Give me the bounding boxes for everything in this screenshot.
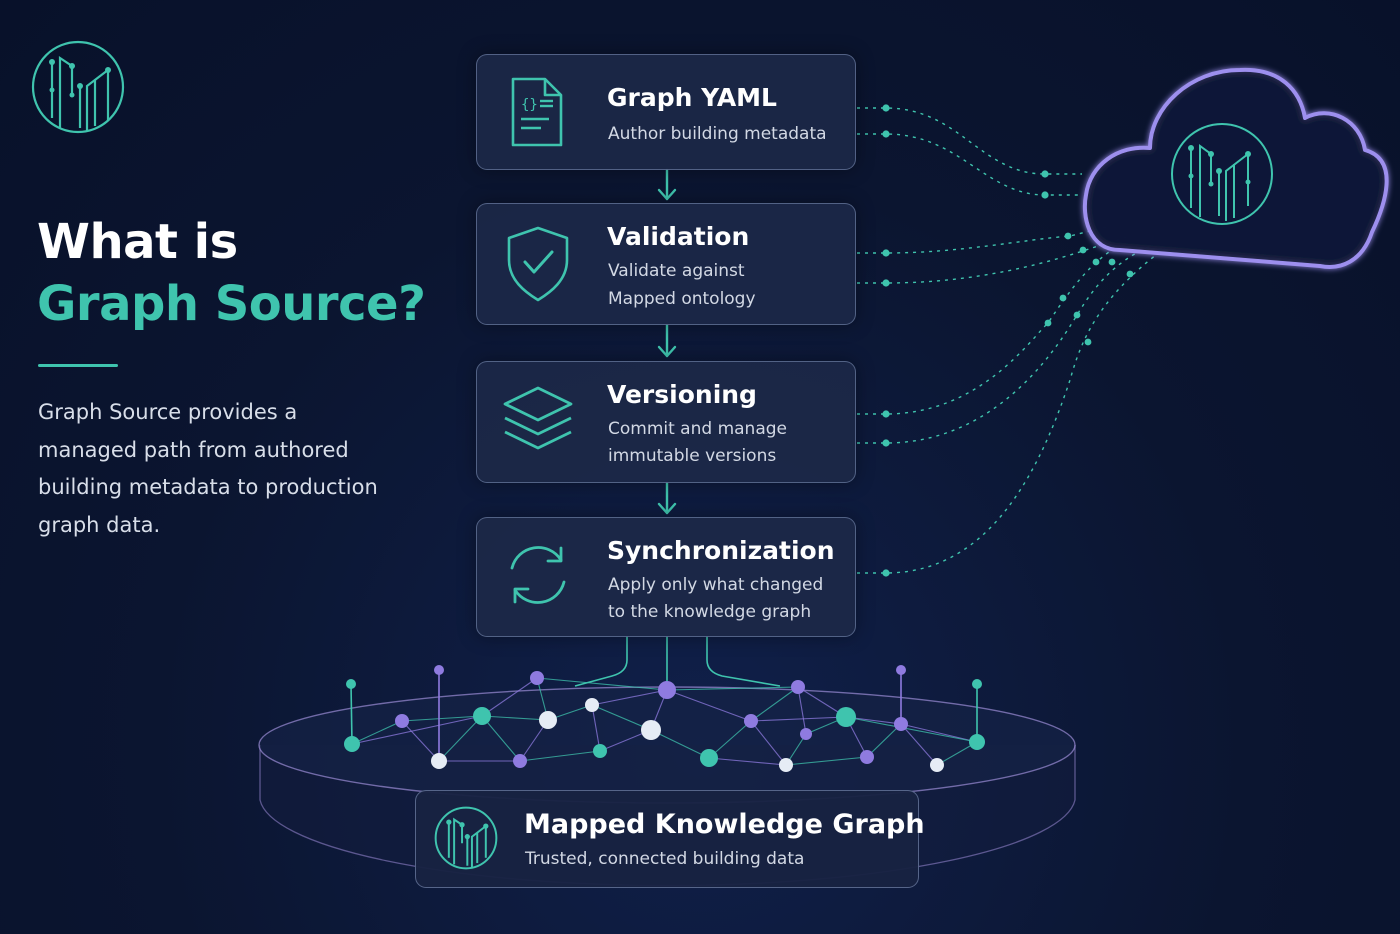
network-edge [845, 716, 978, 743]
arrow-down-icon [657, 481, 677, 515]
step-title: Graph YAML [607, 83, 777, 112]
cloud-logo-icon [1171, 123, 1273, 225]
network-edge [536, 677, 668, 691]
network-node [530, 671, 544, 685]
network-node [539, 711, 557, 729]
network-edge [666, 686, 799, 691]
network-node [930, 758, 944, 772]
network-node [593, 744, 607, 758]
network-edge [351, 720, 403, 745]
network-node [641, 720, 661, 740]
sync-icon [510, 546, 566, 604]
network-edge [900, 723, 938, 766]
network-node [585, 698, 599, 712]
network-edge [785, 756, 868, 766]
network-edge [750, 720, 787, 766]
network-node [658, 681, 676, 699]
network-node [513, 754, 527, 768]
step-title: Versioning [607, 380, 757, 409]
network-edge [351, 715, 483, 745]
page-title-line2: Graph Source? [37, 276, 426, 332]
intro-text: Graph Source provides a managed path fro… [38, 400, 378, 537]
step-desc-line2: Mapped ontology [608, 289, 756, 309]
network-node [431, 753, 447, 769]
knowledge-graph-title: Mapped Knowledge Graph [524, 809, 925, 840]
network-node [896, 665, 906, 675]
network-edge [666, 689, 752, 722]
network-edge [797, 686, 807, 735]
network-edge [438, 715, 483, 762]
network-edge [708, 757, 787, 766]
step-synchronization: Synchronization Apply only what changed … [476, 517, 856, 637]
network-edge [900, 723, 978, 743]
cloud-connectors [857, 107, 1166, 574]
cloud-connector-dots [882, 104, 1134, 577]
network-node [779, 758, 793, 772]
step-desc: Author building metadata [608, 124, 827, 144]
step-graph-yaml: {} Graph YAML Author building metadata [476, 54, 856, 170]
cloud-icon [1082, 67, 1389, 269]
network-node [395, 714, 409, 728]
knowledge-graph-desc: Trusted, connected building data [525, 849, 805, 869]
network-node [894, 717, 908, 731]
step-validation: Validation Validate against Mapped ontol… [476, 203, 856, 325]
step-desc-line1: Validate against [608, 261, 745, 281]
mapped-logo-icon [434, 806, 498, 870]
network-node [344, 736, 360, 752]
network-node [860, 750, 874, 764]
network-edge [750, 716, 847, 722]
network-edge [591, 704, 601, 752]
network-node [346, 679, 356, 689]
network-node [836, 707, 856, 727]
sync-feed-lines [574, 636, 781, 688]
network-node [972, 679, 982, 689]
step-title: Validation [607, 222, 750, 251]
page-title-line1: What is [37, 214, 238, 270]
network-node [800, 728, 812, 740]
network-stem [350, 683, 353, 745]
svg-text:{}: {} [521, 97, 538, 113]
knowledge-graph-card: Mapped Knowledge Graph Trusted, connecte… [415, 790, 925, 888]
network-node [744, 714, 758, 728]
shield-check-icon [507, 226, 569, 302]
network-edge [481, 715, 521, 762]
step-desc-line1: Apply only what changed [608, 575, 824, 595]
network-edge [401, 715, 483, 722]
step-versioning: Versioning Commit and manage immutable v… [476, 361, 856, 483]
network-edge [481, 677, 538, 717]
layers-icon [503, 386, 573, 450]
network-edge [866, 723, 902, 758]
network-edge [708, 720, 752, 759]
arrow-down-icon [657, 168, 677, 201]
network-node [473, 707, 491, 725]
step-desc-line1: Commit and manage [608, 419, 787, 439]
network-node [791, 680, 805, 694]
network-edge [401, 720, 440, 762]
title-divider [38, 364, 118, 367]
network-node [700, 749, 718, 767]
network-edge [750, 686, 799, 722]
network-nodes [344, 665, 985, 772]
step-title: Synchronization [607, 536, 835, 565]
yaml-file-icon: {} [511, 77, 563, 147]
mapped-logo-icon [31, 40, 125, 134]
network-edge [481, 715, 549, 721]
network-edge [591, 689, 668, 706]
network-edge [650, 729, 710, 759]
step-desc-line2: to the knowledge graph [608, 602, 812, 622]
step-desc-line2: immutable versions [608, 446, 777, 466]
arrow-down-icon [657, 323, 677, 358]
network-node [434, 665, 444, 675]
network-node [969, 734, 985, 750]
network-edge [519, 750, 601, 762]
network-edge [591, 704, 652, 731]
flow-arrows [657, 168, 677, 515]
